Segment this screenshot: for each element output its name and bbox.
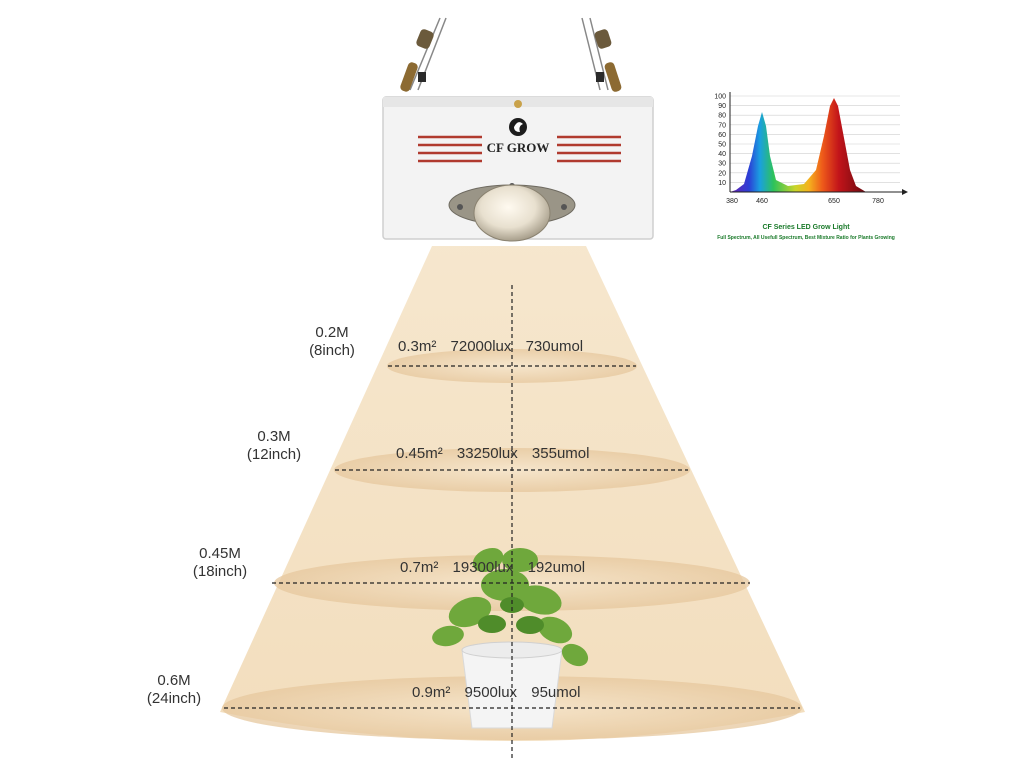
distance-label-3: 0.45M (18inch) (180, 545, 260, 581)
measurement-row-2: 0.45m² 33250lux 355umol (396, 445, 589, 463)
y-tick-label: 50 (718, 142, 726, 149)
coverage-area: 0.9m² (412, 684, 451, 701)
light-fixture: CF GROW (382, 96, 654, 242)
ppfd-value: 192umol (527, 559, 586, 576)
vent-left (418, 135, 482, 163)
distance-imperial: (24inch) (146, 690, 202, 707)
spectrum-title: CF Series LED Grow Light (762, 224, 850, 231)
distance-metric: 0.2M (315, 324, 349, 341)
y-tick-label: 60 (718, 132, 726, 139)
y-tick-label: 10 (718, 180, 726, 187)
y-tick-label: 90 (718, 103, 726, 110)
y-tick-label: 100 (714, 94, 726, 101)
distance-label-2: 0.3M (12inch) (234, 428, 314, 464)
power-indicator (514, 100, 522, 108)
ppfd-value: 730umol (525, 338, 584, 355)
x-tick-label: 380 (726, 198, 738, 205)
distance-metric: 0.6M (157, 672, 191, 689)
x-tick-label: 780 (872, 198, 884, 205)
coverage-area: 0.3m² (398, 338, 437, 355)
spectrum-curve (730, 98, 866, 192)
lens-icon (473, 184, 551, 242)
lux-value: 72000lux (450, 338, 512, 355)
x-tick-label: 460 (756, 198, 768, 205)
spectrum-chart: 100 90 80 70 60 50 40 30 20 10 380 460 650 780 (714, 92, 908, 205)
lux-value: 19300lux (452, 559, 514, 576)
ppfd-value: 355umol (531, 445, 590, 462)
ppfd-value: 95umol (531, 684, 581, 701)
distance-metric: 0.3M (257, 428, 291, 445)
lux-value: 33250lux (456, 445, 518, 462)
x-tick-label: 650 (828, 198, 840, 205)
brand-label: CF GROW (487, 140, 550, 155)
y-tick-label: 80 (718, 113, 726, 120)
spectrum-subtitle: Full Spectrum, All Usefull Spectrum, Bes… (717, 235, 895, 241)
distance-label-4: 0.6M (24inch) (134, 672, 214, 708)
coverage-area: 0.7m² (400, 559, 439, 576)
light-cone (220, 246, 805, 741)
hanger-clips (400, 29, 622, 92)
coverage-area: 0.45m² (396, 445, 443, 462)
distance-metric: 0.45M (199, 545, 241, 562)
distance-imperial: (12inch) (246, 446, 302, 463)
distance-label-1: 0.2M (8inch) (292, 324, 372, 360)
lux-value: 9500lux (464, 684, 518, 701)
distance-imperial: (8inch) (309, 342, 355, 359)
y-tick-label: 40 (718, 151, 726, 158)
measurement-row-3: 0.7m² 19300lux 192umol (400, 559, 585, 577)
hanging-cables (409, 17, 609, 91)
distance-imperial: (18inch) (192, 563, 248, 580)
measurement-row-4: 0.9m² 9500lux 95umol (412, 684, 580, 702)
vent-right (557, 135, 621, 163)
y-tick-label: 70 (718, 122, 726, 129)
y-tick-label: 30 (718, 161, 726, 168)
y-tick-label: 20 (718, 170, 726, 177)
measurement-row-1: 0.3m² 72000lux 730umol (398, 338, 583, 356)
